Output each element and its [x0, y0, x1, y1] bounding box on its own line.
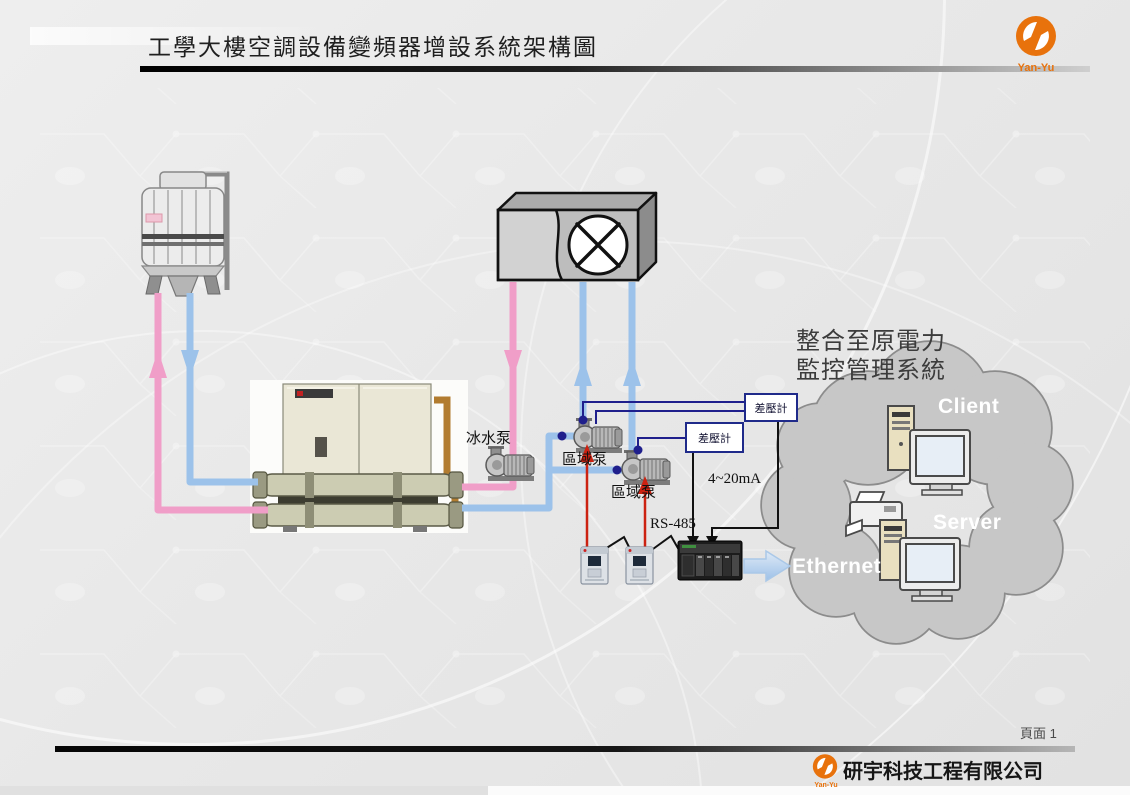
- integration-note-line2: 監控管理系統: [796, 358, 946, 384]
- dp-gauge-2-label: 差壓計: [698, 432, 731, 445]
- integration-note-line1: 整合至原電力: [796, 329, 946, 355]
- rs485-wire-2: [652, 534, 680, 551]
- flow-arrow-up-riser1: [574, 358, 592, 386]
- page-title: 工學大樓空調設備變頻器增設系統架構圖: [148, 35, 598, 60]
- brand-logo-icon: [1016, 16, 1056, 56]
- ethernet-arrow: [743, 549, 792, 583]
- ethernet-label: Ethernet: [792, 555, 882, 578]
- vfd-cable-2-arrow: [638, 476, 652, 494]
- flow-arrow-up-riser2: [623, 358, 641, 386]
- header-highlight-band: [30, 27, 460, 45]
- zone-pump-2-label: 區域泵: [611, 485, 657, 501]
- chiller: [250, 380, 468, 533]
- dp-gauge-1: 差壓計: [744, 393, 798, 422]
- footer-bar: [55, 746, 1075, 752]
- dp-gauge-1-label: 差壓計: [754, 402, 788, 415]
- plc-icon: [677, 540, 743, 581]
- footer-strip-white: [488, 786, 1130, 795]
- flow-arrow-up-pink: [149, 350, 167, 378]
- air-handling-unit: [496, 191, 658, 282]
- cooling-tower: [140, 171, 230, 297]
- signal-wires: [582, 401, 779, 556]
- vfd-2-icon: [625, 546, 654, 585]
- brand-logo: Yan-Yu: [1012, 14, 1060, 74]
- dp1-analog-wire: [711, 420, 779, 536]
- rs485-label: RS-485: [650, 516, 696, 532]
- footer-logo: Yan-Yu: [810, 753, 842, 789]
- server-label: Server: [933, 511, 1002, 534]
- rs485-wire-1: [604, 535, 631, 550]
- zone-pump-1-label: 區域泵: [562, 452, 608, 468]
- dp-gauge-2: 差壓計: [685, 422, 744, 453]
- client-label: Client: [938, 395, 1000, 418]
- client-computer-icon: [887, 405, 971, 496]
- footer-logo-text: Yan-Yu: [814, 782, 838, 789]
- flow-arrow-down-pink: [504, 350, 522, 378]
- dp1-wire-low: [595, 410, 744, 424]
- chilled-water-pump-label: 冰水泵: [466, 431, 512, 447]
- vfd-cable-1-arrow: [580, 444, 594, 462]
- integration-note: 整合至原電力 監控管理系統: [796, 328, 946, 386]
- page-number: 頁面 1: [1020, 726, 1057, 741]
- flow-arrows: [149, 350, 641, 386]
- title-underline: [140, 66, 1090, 72]
- footer-logo-icon: [812, 754, 838, 779]
- fan-icon: [567, 214, 629, 276]
- server-computer-icon: [845, 491, 961, 602]
- analog-signal-label: 4~20mA: [708, 471, 762, 487]
- vfd-1-icon: [580, 546, 609, 585]
- company-name: 研宇科技工程有限公司: [843, 761, 1043, 783]
- junction-dots: [557, 415, 643, 475]
- flow-arrow-down-blue: [181, 350, 199, 378]
- brand-logo-text: Yan-Yu: [1017, 62, 1055, 74]
- dp1-wire-high: [582, 401, 744, 420]
